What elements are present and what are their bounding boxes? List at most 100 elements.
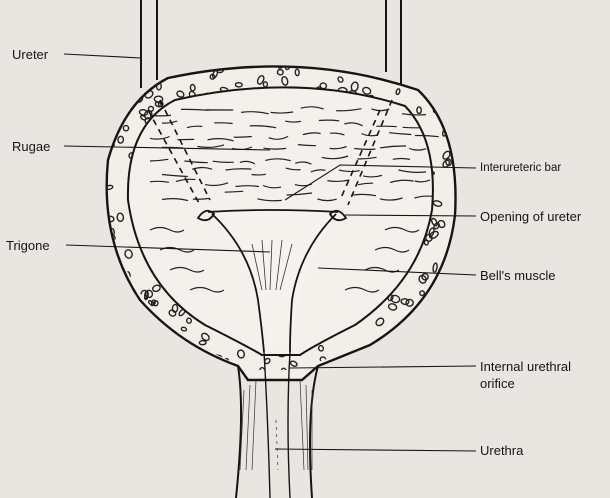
muscle-cell bbox=[343, 357, 351, 366]
muscle-cell bbox=[453, 257, 456, 264]
muscle-cell bbox=[438, 319, 448, 326]
muscle-cell bbox=[439, 102, 448, 108]
muscle-cell bbox=[317, 344, 325, 352]
muscle-cell bbox=[319, 382, 326, 386]
muscle-cell bbox=[203, 364, 210, 371]
muscle-cell bbox=[299, 59, 307, 66]
muscle-cell bbox=[138, 109, 149, 116]
muscle-cell bbox=[143, 56, 147, 64]
bells-muscle-lines bbox=[211, 213, 337, 353]
ruga-fold bbox=[161, 190, 433, 202]
muscle-cell bbox=[205, 364, 213, 371]
muscle-cell bbox=[402, 66, 410, 69]
muscle-cell bbox=[448, 314, 456, 324]
muscle-cell bbox=[154, 101, 162, 108]
muscle-cell bbox=[152, 300, 159, 307]
muscle-cell bbox=[159, 67, 170, 76]
muscle-cell bbox=[455, 66, 456, 73]
muscle-cell bbox=[379, 355, 388, 362]
muscle-cell bbox=[440, 81, 448, 88]
muscle-cell bbox=[163, 328, 171, 336]
muscle-cell bbox=[176, 90, 185, 98]
leader-rugae bbox=[63, 145, 271, 151]
muscle-cell bbox=[129, 66, 137, 75]
muscle-cell bbox=[442, 150, 451, 160]
muscle-cell bbox=[437, 302, 445, 311]
muscle-cell bbox=[400, 298, 410, 306]
label-interureteric-bar: Interureteric bar bbox=[480, 162, 562, 174]
label-urethra: Urethra bbox=[480, 443, 524, 458]
muscle-cell bbox=[428, 227, 435, 237]
muscle-cell bbox=[384, 379, 390, 385]
muscle-cell bbox=[180, 326, 188, 332]
muscle-cell bbox=[106, 94, 109, 102]
muscle-cell bbox=[124, 249, 133, 259]
ruga-fold bbox=[161, 166, 427, 178]
muscle-cell bbox=[289, 360, 298, 367]
muscle-cell bbox=[294, 68, 300, 77]
muscle-cell bbox=[355, 56, 361, 63]
muscle-cell bbox=[106, 184, 114, 191]
muscle-cell bbox=[336, 55, 342, 61]
muscle-cell bbox=[448, 53, 456, 61]
leader-trigone bbox=[65, 244, 271, 253]
muscle-cell bbox=[110, 352, 121, 358]
muscle-cell bbox=[281, 75, 289, 86]
muscle-cell bbox=[222, 58, 232, 67]
ruga-fold bbox=[169, 266, 205, 273]
muscle-cell bbox=[455, 138, 456, 146]
muscle-cell bbox=[121, 378, 127, 384]
muscle-cell bbox=[106, 301, 107, 310]
urethra-striations bbox=[239, 379, 313, 471]
muscle-cell bbox=[337, 76, 344, 83]
leader-interureteric bbox=[284, 164, 477, 201]
label-ureter: Ureter bbox=[12, 47, 49, 62]
muscle-cell bbox=[427, 316, 434, 323]
muscle-cell bbox=[276, 68, 284, 76]
muscle-cell bbox=[430, 217, 438, 227]
muscle-cell bbox=[107, 66, 116, 70]
muscle-cell bbox=[135, 373, 143, 377]
muscle-cell bbox=[410, 318, 417, 324]
muscle-cell bbox=[379, 370, 388, 379]
muscle-cell bbox=[196, 368, 202, 371]
ruga-fold bbox=[344, 286, 380, 293]
muscle-cell bbox=[428, 230, 439, 240]
muscle-cell bbox=[262, 53, 270, 61]
label-rugae: Rugae bbox=[12, 139, 51, 154]
muscle-cell bbox=[127, 74, 134, 81]
leader-lines bbox=[63, 53, 477, 452]
muscle-cell bbox=[140, 313, 151, 320]
muscle-cell bbox=[258, 56, 265, 63]
muscle-cell bbox=[387, 303, 398, 311]
muscle-cell bbox=[150, 299, 156, 306]
muscle-cell bbox=[462, 57, 467, 62]
muscle-cell bbox=[435, 66, 445, 71]
muscle-cell bbox=[198, 339, 207, 346]
leader-urethra bbox=[274, 448, 477, 452]
muscle-cell bbox=[116, 271, 125, 278]
muscle-cell bbox=[375, 317, 385, 327]
muscle-cell bbox=[284, 66, 291, 71]
muscle-cell bbox=[106, 170, 107, 177]
label-bells-muscle: Bell's muscle bbox=[480, 268, 556, 283]
interureteric-bar bbox=[207, 209, 339, 213]
muscle-cell bbox=[365, 373, 372, 378]
muscle-cell bbox=[195, 375, 203, 384]
leader-ureter bbox=[63, 53, 142, 59]
muscle-cell bbox=[200, 332, 210, 342]
ruga-fold bbox=[374, 246, 410, 253]
ruga-fold bbox=[149, 155, 411, 165]
muscle-cell bbox=[350, 81, 359, 92]
muscle-cell bbox=[168, 309, 177, 317]
muscle-cell bbox=[362, 86, 372, 95]
ruga-fold bbox=[189, 286, 225, 293]
muscle-cell bbox=[458, 201, 464, 210]
muscle-cell bbox=[418, 274, 427, 284]
muscle-cell bbox=[114, 302, 120, 310]
muscle-cell bbox=[433, 222, 440, 230]
muscle-cell bbox=[114, 304, 120, 313]
muscle-cell bbox=[429, 90, 439, 98]
